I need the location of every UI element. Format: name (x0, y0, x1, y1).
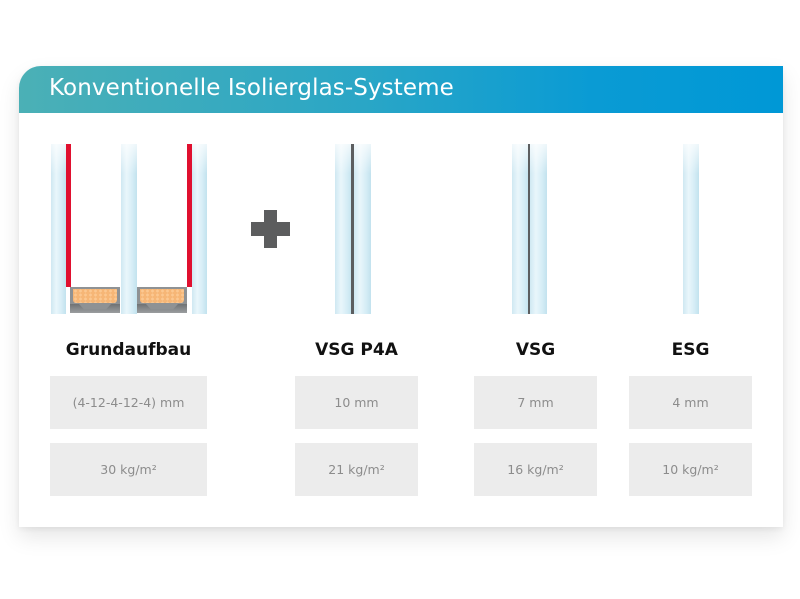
seal-edge (187, 144, 192, 287)
glass-pane (335, 144, 352, 314)
glass-pane (51, 144, 66, 314)
interlayer (351, 144, 354, 314)
thickness-box: (4-12-4-12-4) mm (50, 376, 207, 429)
glass-pane (354, 144, 371, 314)
weight-box: 21 kg/m² (295, 443, 418, 496)
system-label-vsg-p4a: VSG P4A (315, 340, 398, 360)
glass-pane (683, 144, 699, 314)
thickness-box: 10 mm (295, 376, 418, 429)
glass-pane (192, 144, 207, 314)
glass-pane (121, 144, 137, 314)
interlayer (528, 144, 530, 314)
seal-edge (66, 144, 71, 287)
weight-box: 30 kg/m² (50, 443, 207, 496)
weight-box: 16 kg/m² (474, 443, 597, 496)
weight-box: 10 kg/m² (629, 443, 752, 496)
thickness-box: 4 mm (629, 376, 752, 429)
system-label-vsg: VSG (515, 340, 556, 360)
glass-pane (530, 144, 547, 314)
thickness-box: 7 mm (474, 376, 597, 429)
system-label-esg: ESG (671, 340, 710, 360)
glass-pane (512, 144, 529, 314)
spacer-icon (70, 287, 120, 313)
spacer-icon (137, 287, 187, 313)
card-title: Konventionelle Isolierglas-Systeme (49, 75, 454, 101)
card-header: Konventionelle Isolierglas-Systeme (19, 66, 783, 113)
system-label-grundaufbau: Grundaufbau (65, 340, 192, 360)
